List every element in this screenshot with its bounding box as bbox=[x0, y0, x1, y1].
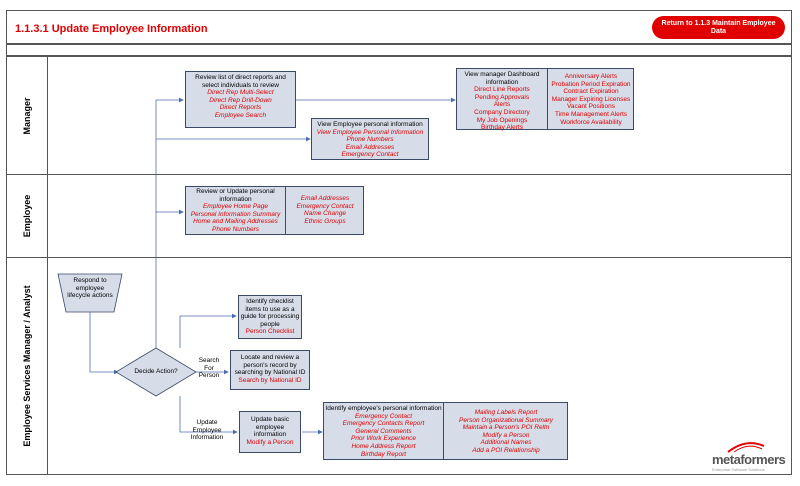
link-pending-approvals[interactable]: Pending Approvals bbox=[474, 93, 530, 101]
link-vacant-positions[interactable]: Vacant Positions bbox=[567, 103, 615, 111]
return-button[interactable]: Return to 1.1.3 Maintain Employee Data bbox=[652, 16, 785, 39]
decision-diamond bbox=[115, 347, 197, 397]
link-direct-reports[interactable]: Direct Reports bbox=[219, 104, 262, 112]
link-birthday-alerts[interactable]: Birthday Alerts bbox=[481, 124, 523, 132]
link-email-addresses-emp[interactable]: Email Addresses bbox=[300, 195, 350, 202]
link-search-by-national-id[interactable]: Search by National ID bbox=[238, 376, 302, 384]
link-my-job-openings[interactable]: My Job Openings bbox=[476, 116, 528, 124]
link-employee-search[interactable]: Employee Search bbox=[214, 111, 267, 119]
respond-shape bbox=[57, 273, 123, 313]
logo-name: metaformers bbox=[712, 452, 786, 467]
link-emergency-contact-esm[interactable]: Emergency Contact bbox=[354, 412, 413, 420]
connector-decide-checklist bbox=[179, 313, 237, 348]
review-direct-reports-box: Review list of direct reports and select… bbox=[185, 71, 296, 128]
link-person-checklist[interactable]: Person Checklist bbox=[245, 328, 295, 336]
link-person-organizational-summary[interactable]: Person Organizational Summary bbox=[459, 416, 553, 424]
link-direct-rep-multi-select[interactable]: Direct Rep Multi-Select bbox=[207, 89, 274, 97]
link-prior-work-experience[interactable]: Prior Work Experience bbox=[350, 435, 417, 443]
checklist-box: Identify checklist items to use as a gui… bbox=[238, 295, 302, 339]
respond-step: Respond to employee lifecycle actions bbox=[67, 277, 113, 300]
link-modify-a-person[interactable]: Modify a Person bbox=[246, 438, 294, 446]
metaformers-logo: metaformers Enterprise Software Solution… bbox=[712, 442, 786, 472]
link-direct-line-reports[interactable]: Direct Line Reports bbox=[474, 86, 530, 94]
link-emergency-contacts-report[interactable]: Emergency Contacts Report bbox=[342, 420, 425, 428]
link-time-management-alerts[interactable]: Time Management Alerts bbox=[554, 110, 627, 118]
connector-decide-review bbox=[155, 97, 184, 348]
link-home-address-report[interactable]: Home Address Report bbox=[351, 442, 416, 450]
link-phone-numbers-emp[interactable]: Phone Numbers bbox=[212, 225, 259, 233]
decide-step: Decide Action? bbox=[134, 368, 178, 375]
link-mailing-labels-report[interactable]: Mailing Labels Report bbox=[474, 409, 538, 416]
link-personal-information-summary[interactable]: Personal Information Summary bbox=[190, 210, 281, 218]
identify-personal-info-box: Identify employee's personal information… bbox=[323, 402, 568, 460]
link-home-and-mailing-addresses[interactable]: Home and Mailing Addresses bbox=[193, 218, 278, 226]
search-label: Search For Person bbox=[198, 357, 220, 380]
connector-decide-basic bbox=[179, 396, 238, 435]
link-emergency-contact-emp[interactable]: Emergency Contact bbox=[296, 202, 354, 210]
link-emergency-contact[interactable]: Emergency Contact bbox=[341, 151, 399, 159]
link-workforce-availability[interactable]: Workforce Availability bbox=[560, 118, 622, 126]
link-add-poi-relationship[interactable]: Add a POI Relationship bbox=[472, 446, 540, 454]
page-title: 1.1.3.1 Update Employee Information bbox=[15, 23, 208, 35]
update-label: Update Employee Information bbox=[190, 419, 224, 442]
link-employee-home-page[interactable]: Employee Home Page bbox=[202, 203, 269, 211]
logo-tagline: Enterprise Software Solutions bbox=[712, 467, 765, 472]
link-modify-a-person-2[interactable]: Modify a Person bbox=[482, 431, 530, 439]
update-basic-info-box: Update basic employee information Modify… bbox=[239, 411, 301, 453]
link-birthday-report[interactable]: Birthday Report bbox=[360, 450, 407, 458]
link-contract-expiration[interactable]: Contract Expiration bbox=[563, 88, 619, 96]
link-direct-rep-drill-down[interactable]: Direct Rep Drill-Down bbox=[209, 96, 272, 104]
update-personal-info-box: Review or Update personal information Em… bbox=[185, 186, 364, 235]
view-personal-info-box: View Employee personal information View … bbox=[311, 118, 429, 160]
link-view-employee-personal-information[interactable]: View Employee Personal Information bbox=[316, 128, 424, 136]
link-additional-names[interactable]: Additional Names bbox=[480, 439, 532, 447]
link-ethnic-groups[interactable]: Ethnic Groups bbox=[304, 217, 346, 225]
manager-dashboard-box: View manager Dashboard information Direc… bbox=[456, 68, 634, 132]
link-general-comments[interactable]: General Comments bbox=[355, 427, 412, 435]
link-maintain-poi-reltn[interactable]: Maintain a Person's POI Reltn bbox=[462, 424, 550, 432]
link-anniversary-alerts[interactable]: Anniversary Alerts bbox=[564, 73, 618, 80]
link-probation-period-expiration[interactable]: Probation Period Expiration bbox=[551, 80, 631, 88]
logo-swoosh-icon bbox=[727, 442, 765, 453]
link-name-change[interactable]: Name Change bbox=[304, 210, 346, 218]
search-person-box: Locate and review a person's record by s… bbox=[230, 350, 310, 390]
lane-esm: Employee Services Manager / Analyst bbox=[6, 257, 792, 475]
link-manager-expiring-licenses[interactable]: Manager Expiring Licenses bbox=[551, 95, 631, 103]
link-alerts[interactable]: Alerts bbox=[493, 101, 511, 109]
connector-respond-decide bbox=[89, 312, 119, 375]
link-phone-numbers[interactable]: Phone Numbers bbox=[346, 136, 394, 144]
link-company-directory[interactable]: Company Directory bbox=[474, 108, 530, 116]
header-spacer-bar bbox=[6, 44, 792, 56]
link-email-addresses[interactable]: Email Addresses bbox=[345, 143, 395, 151]
